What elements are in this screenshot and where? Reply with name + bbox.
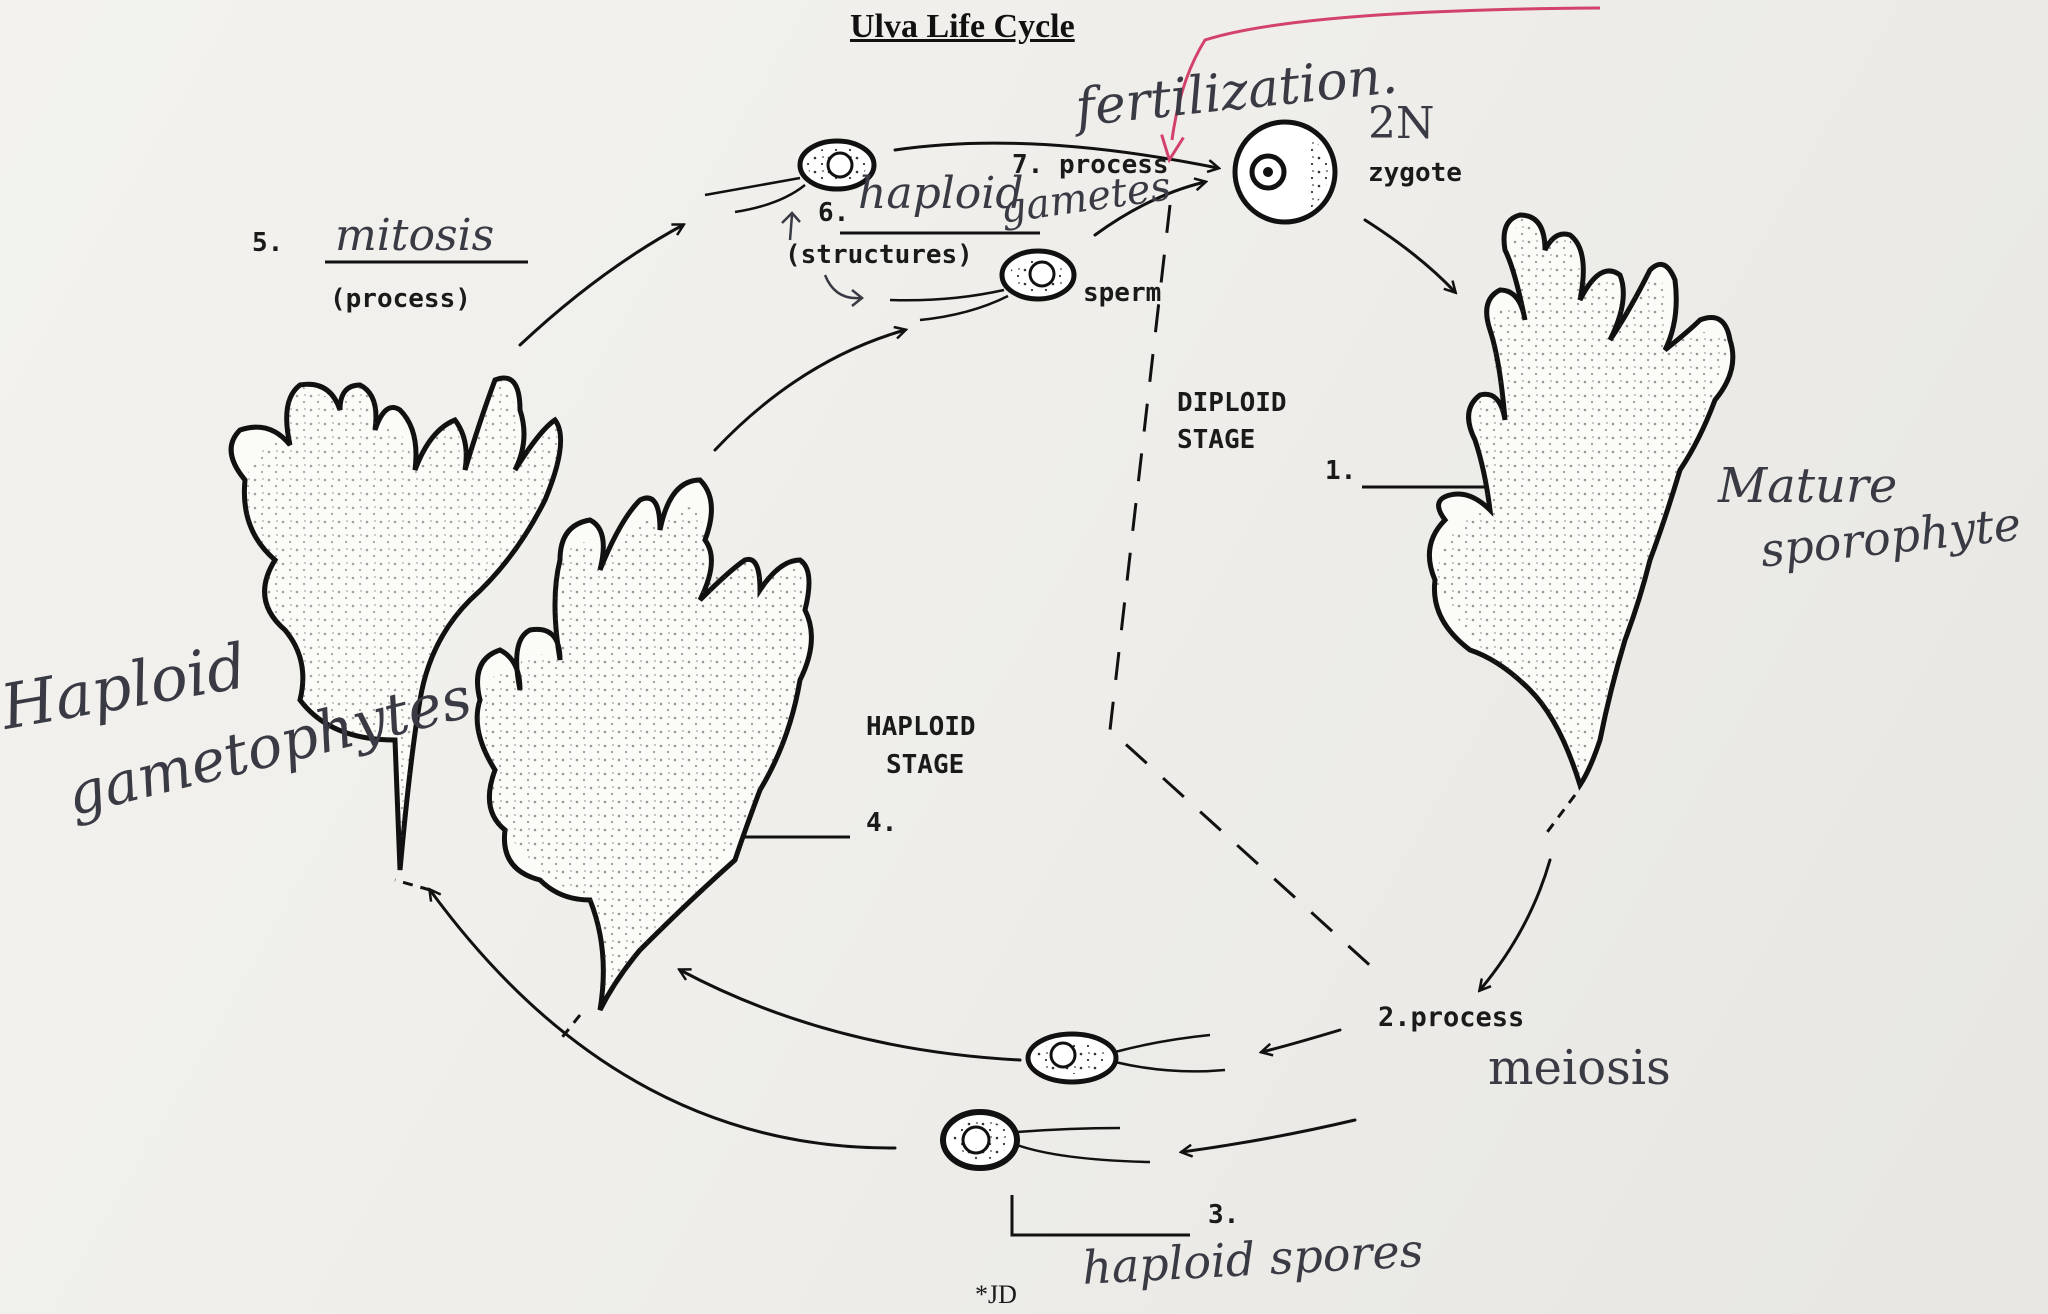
handwritten-mature: Mature xyxy=(1718,458,1897,514)
arrow-sporophyte-to-meiosis xyxy=(1480,860,1550,990)
step-6-caption: (structures) xyxy=(785,240,973,270)
spore-lower xyxy=(943,1112,1150,1168)
handwritten-meiosis: meiosis xyxy=(1488,1040,1671,1096)
handwritten-2n: 2N xyxy=(1368,98,1435,149)
bracket-3 xyxy=(1012,1195,1190,1235)
step-4-label: 4. xyxy=(866,808,897,838)
stage-divider-dashed xyxy=(1110,205,1375,970)
footer-initials: *JD xyxy=(975,1280,1017,1310)
arrow-meiosis-to-spore-lower xyxy=(1182,1120,1355,1152)
step-6-number: 6. xyxy=(818,198,849,228)
hand-arrow-right xyxy=(825,275,862,306)
step-5-caption: (process) xyxy=(330,284,471,314)
spore-upper xyxy=(1028,1034,1225,1082)
handwritten-mitosis: mitosis xyxy=(335,210,494,261)
sporophyte-thallus xyxy=(1429,215,1732,835)
step-1-label: 1. xyxy=(1325,456,1356,486)
zygote-cell xyxy=(1235,122,1335,222)
arrow-gametophyte-to-egg xyxy=(520,225,683,345)
step-3-label: 3. xyxy=(1208,1200,1239,1230)
arrow-zygote-to-sporophyte xyxy=(1365,220,1455,292)
diploid-stage-line1: DIPLOID xyxy=(1177,388,1287,418)
hand-arrow-up xyxy=(782,213,800,240)
diagram-title: Ulva Life Cycle xyxy=(850,8,1075,46)
step-5-number: 5. xyxy=(252,228,283,258)
arrow-meiosis-to-spore-upper xyxy=(1262,1030,1340,1052)
arrow-gametophyte-to-sperm xyxy=(715,330,905,450)
diploid-stage-line2: STAGE xyxy=(1177,425,1255,455)
zygote-label: zygote xyxy=(1368,158,1462,188)
arrow-spore-to-gametophyte-right xyxy=(680,970,1020,1060)
sperm-label: sperm xyxy=(1083,278,1161,308)
step-2-label: 2.process xyxy=(1378,1002,1524,1033)
haploid-stage-line1: HAPLOID xyxy=(866,712,976,742)
haploid-stage-line2: STAGE xyxy=(886,750,964,780)
